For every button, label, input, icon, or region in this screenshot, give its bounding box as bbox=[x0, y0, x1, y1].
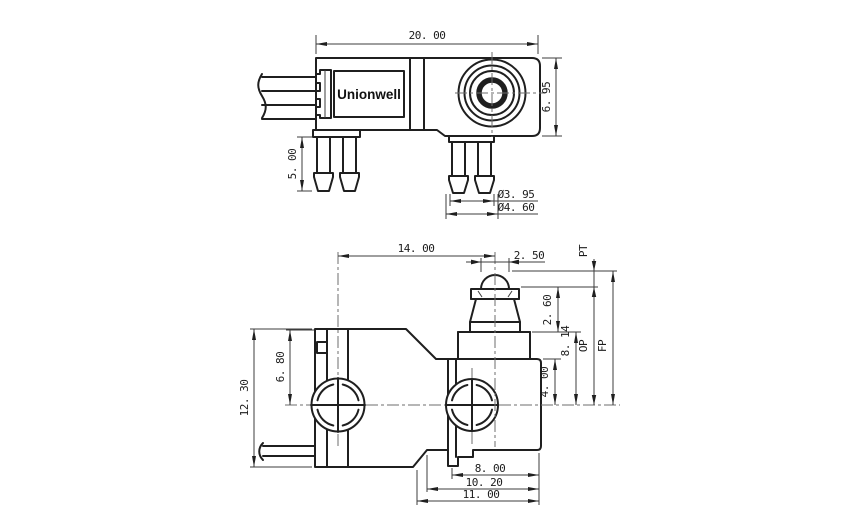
mounting-hole-right bbox=[445, 378, 499, 432]
label-operating-position: OP bbox=[577, 339, 590, 352]
side-vent-detail bbox=[316, 341, 328, 354]
cable-grommet bbox=[315, 69, 332, 119]
wire-break-line bbox=[257, 73, 267, 119]
terminal-pins bbox=[312, 129, 495, 194]
dim-plunger-dia: 2. 50 bbox=[514, 249, 545, 262]
dim-body-height-front: 12. 30 bbox=[238, 380, 251, 417]
mounting-hole-left bbox=[310, 377, 366, 433]
dim-terminal-base-dia: Ø4. 60 bbox=[498, 201, 535, 214]
dim-plunger-exposed: 2. 60 bbox=[541, 295, 554, 326]
centerlines-front-view bbox=[285, 252, 620, 447]
wire-break-line bbox=[258, 442, 264, 461]
dim-terminal-dia: Ø3. 95 bbox=[498, 188, 535, 201]
dim-center-to-plunger: 14. 00 bbox=[398, 242, 435, 255]
dim-base-mid-width: 10. 20 bbox=[466, 476, 503, 489]
centerlines-top-view bbox=[455, 52, 545, 137]
dim-terminal-length: 5. 00 bbox=[286, 149, 299, 180]
dimensions-top-view: 20. 00 6. 95 5. 00 Ø3. 95 Ø4. 60 bbox=[286, 29, 562, 219]
dim-body-height: 6. 95 bbox=[540, 82, 553, 113]
top-view: Unionwell bbox=[257, 29, 562, 219]
front-view: 14. 00 2. 50 PT OP FP 2. 60 bbox=[238, 242, 620, 505]
dim-base-inner-width: 8. 00 bbox=[475, 462, 506, 475]
lead-wires bbox=[257, 73, 318, 120]
label-pretravel: PT bbox=[577, 244, 590, 257]
lead-wire-front bbox=[258, 442, 316, 461]
dim-base-outer-width: 11. 00 bbox=[463, 488, 500, 501]
dim-top-to-hole-center: 6. 80 bbox=[274, 352, 287, 383]
label-plate bbox=[333, 70, 405, 118]
label-free-position: FP bbox=[596, 339, 609, 352]
dim-step-to-center: 8. 14 bbox=[559, 325, 572, 356]
dim-body-top-to-center: 4. 00 bbox=[538, 367, 551, 398]
brand-label: Unionwell bbox=[337, 87, 401, 102]
dimensions-front-view: 14. 00 2. 50 PT OP FP 2. 60 bbox=[238, 242, 617, 505]
dim-overall-width: 20. 00 bbox=[409, 29, 446, 42]
